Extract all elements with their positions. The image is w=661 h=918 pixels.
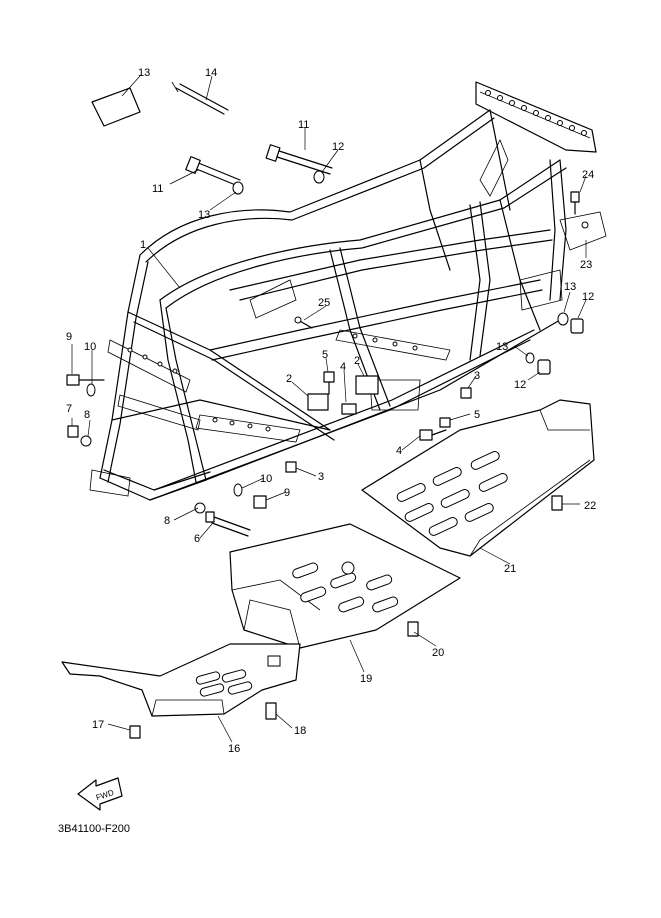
washer-13-lower <box>232 181 244 195</box>
callout-13-right: 13 <box>564 281 576 293</box>
callout-12-right: 12 <box>582 291 594 303</box>
callout-23: 23 <box>580 259 592 271</box>
callout-2-left: 2 <box>286 373 292 385</box>
callout-11-lower: 11 <box>152 183 163 195</box>
callout-11-upper: 11 <box>298 119 309 131</box>
label-sticker-14 <box>91 87 141 127</box>
nut-3-right <box>460 387 472 399</box>
callout-9-left: 9 <box>66 331 72 343</box>
callout-9-lower: 9 <box>284 487 290 499</box>
callout-8-lower: 8 <box>164 515 170 527</box>
bolt-24 <box>570 191 580 203</box>
bolt-4-lower <box>419 429 433 441</box>
callout-2-right: 2 <box>354 355 360 367</box>
skid-plate-19 <box>229 523 461 649</box>
callout-15: 14 <box>205 67 217 79</box>
callout-6: 6 <box>194 533 200 545</box>
callout-16: 16 <box>228 743 240 755</box>
bolt-17 <box>129 725 141 739</box>
callout-13-upper: 12 <box>332 141 344 153</box>
washer-8-left <box>80 435 92 447</box>
washer-13-right <box>557 312 569 326</box>
callout-12-mid: 12 <box>514 379 526 391</box>
callout-8-left: 8 <box>84 409 90 421</box>
bolt-6 <box>213 516 251 531</box>
callout-4-lower: 4 <box>396 445 402 457</box>
callout-3-left: 3 <box>318 471 324 483</box>
callout-25: 25 <box>318 297 330 309</box>
bolt-11-lower <box>195 161 241 181</box>
callout-20: 20 <box>432 647 444 659</box>
bolt-9-lower <box>253 495 267 509</box>
leader-lines <box>71 75 587 743</box>
washer-8-lower <box>194 502 206 514</box>
nut-12-mid <box>537 359 551 375</box>
frame-holes <box>127 221 589 432</box>
callout-21: 21 <box>504 563 516 575</box>
callout-10-left: 10 <box>84 341 96 353</box>
nut-3-left <box>285 461 297 473</box>
washer-10-lower <box>233 483 243 497</box>
callout-24: 24 <box>582 169 594 181</box>
callout-13-lower: 13 <box>198 209 210 221</box>
bolt-5-lower <box>439 417 451 428</box>
bolt-22 <box>551 495 563 511</box>
skid-plate-19-slots <box>292 561 399 613</box>
drawing-code: 3B41100-F200 <box>58 823 130 835</box>
bolt-5-upper <box>323 371 335 383</box>
rack-holes <box>485 90 587 136</box>
callout-10-lower: 10 <box>260 473 272 485</box>
callout-19: 19 <box>360 673 372 685</box>
bracket-2-right <box>355 375 379 395</box>
fwd-arrow: FWD <box>77 777 123 811</box>
bolt-18 <box>265 702 277 720</box>
callout-14: 13 <box>138 67 150 79</box>
callout-labels: 13 14 11 12 11 13 1 24 23 13 12 13 12 25… <box>66 67 596 755</box>
callout-5-upper: 5 <box>322 349 328 361</box>
washer-10-left <box>86 383 96 397</box>
bolt-6-head <box>205 511 215 523</box>
callout-7: 7 <box>66 403 72 415</box>
skid-plate-16 <box>61 643 301 717</box>
hardware <box>66 81 584 739</box>
callout-1: 1 <box>140 239 146 251</box>
callout-17: 17 <box>92 719 104 731</box>
skid-plate-21-slots <box>396 451 508 536</box>
nut-7 <box>67 425 79 438</box>
callout-22: 22 <box>584 500 596 512</box>
bracket-2-left <box>307 393 329 411</box>
skid-plate-21 <box>361 399 595 557</box>
bolt-20 <box>407 621 419 637</box>
rod-15 <box>175 87 225 115</box>
bolt-9-left <box>66 374 80 386</box>
callout-5-lower: 5 <box>474 409 480 421</box>
bolt-4-upper <box>341 403 357 415</box>
callout-13-mid: 13 <box>496 341 508 353</box>
callout-18: 18 <box>294 725 306 737</box>
callout-3-right: 3 <box>474 370 480 382</box>
nut-12-right <box>570 318 584 334</box>
main-frame <box>89 81 607 501</box>
skid-plate-16-slots <box>195 655 281 697</box>
bolt-11-upper <box>275 149 333 169</box>
washer-13-upper <box>313 170 325 184</box>
callout-4-upper: 4 <box>340 361 346 373</box>
